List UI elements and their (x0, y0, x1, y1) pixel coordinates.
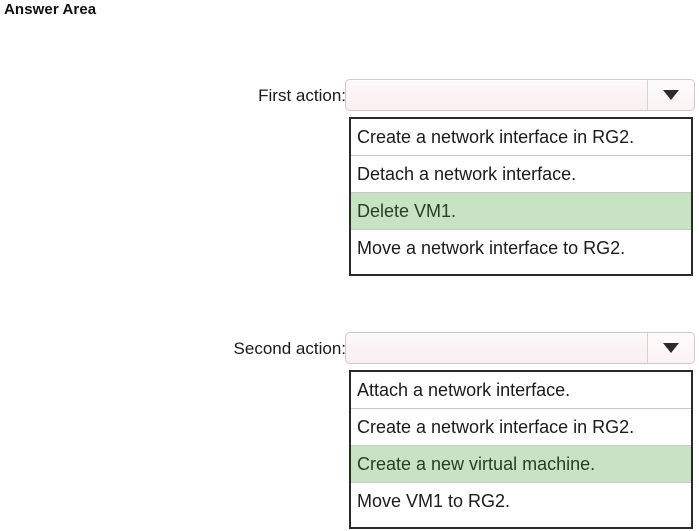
second-action-dropdown-button[interactable] (647, 333, 694, 363)
list-item[interactable]: Move VM1 to RG2. (351, 483, 691, 519)
second-action-selected-value (346, 333, 647, 363)
chevron-down-icon (663, 90, 679, 100)
option-list-bottom-padding (351, 519, 691, 527)
list-item[interactable]: Create a network interface in RG2. (351, 409, 691, 446)
second-action-option-list[interactable]: Attach a network interface. Create a net… (349, 370, 693, 529)
list-item[interactable]: Move a network interface to RG2. (351, 230, 691, 266)
list-item[interactable]: Delete VM1. (351, 193, 691, 230)
second-action-select[interactable] (345, 332, 695, 364)
list-item[interactable]: Create a new virtual machine. (351, 446, 691, 483)
first-action-select[interactable] (345, 79, 695, 111)
first-action-selected-value (346, 80, 647, 110)
list-item[interactable]: Create a network interface in RG2. (351, 119, 691, 156)
first-action-option-list[interactable]: Create a network interface in RG2. Detac… (349, 117, 693, 276)
first-action-label: First action: (258, 86, 346, 105)
page-title: Answer Area (4, 1, 97, 18)
option-list-bottom-padding (351, 266, 691, 274)
chevron-down-icon (663, 343, 679, 353)
list-item[interactable]: Attach a network interface. (351, 372, 691, 409)
second-action-label: Second action: (233, 339, 346, 358)
list-item[interactable]: Detach a network interface. (351, 156, 691, 193)
first-action-dropdown-button[interactable] (647, 80, 694, 110)
